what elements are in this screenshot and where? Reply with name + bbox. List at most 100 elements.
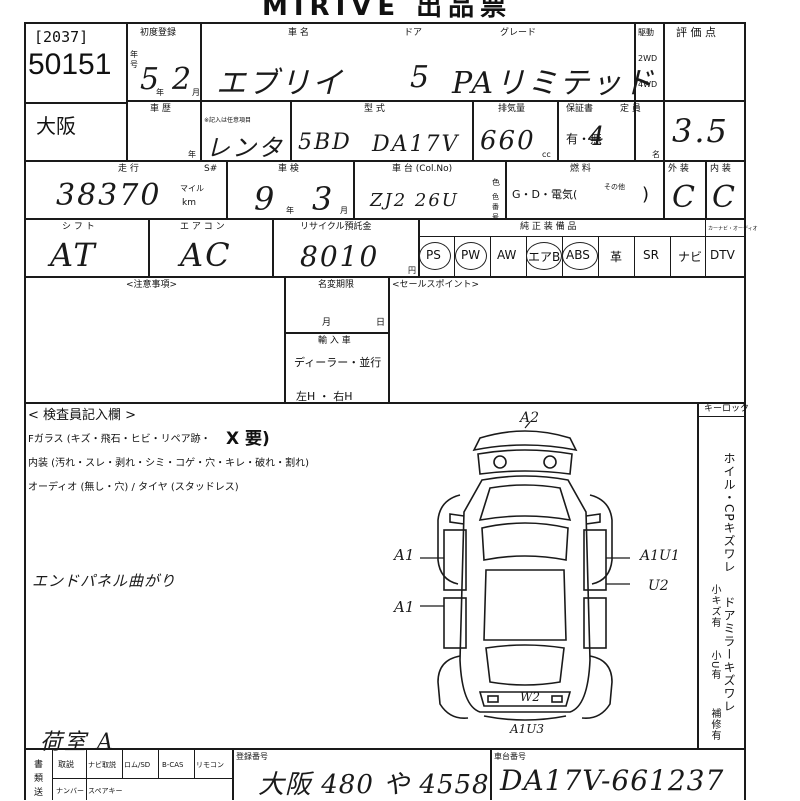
label-warranty: 保証書 (566, 104, 594, 114)
label-chassis-no: 車台番号 (494, 752, 526, 761)
label-mile-unit: マイル (180, 184, 204, 193)
label-acc-spare-key: スペアキー (88, 787, 123, 795)
label-km-unit: km (182, 198, 196, 208)
car-diagram (420, 421, 630, 721)
label-equipment: 純 正 装 備 品 (520, 222, 577, 232)
lot-code: [2037] (34, 28, 89, 46)
label-fuel: 燃 料 (570, 164, 591, 174)
label-inspection-month: 月 (340, 206, 348, 215)
hw-recycle: 8010 (300, 240, 380, 273)
hw-note: エンドパネル曲がり (32, 572, 177, 590)
equip-sr: SR (643, 248, 659, 262)
label-audio-row: オーディオ (無し・穴) / タイヤ (スタッドレス) (28, 482, 239, 493)
label-keylock: キーロック (704, 404, 750, 414)
label-interior-row: 内装 (汚れ・スレ・剥れ・シミ・コゲ・穴・キレ・破れ・割れ) (28, 458, 309, 469)
hw-diag-a2: A2 (520, 410, 540, 426)
label-deadline-day: 日 (376, 318, 386, 328)
label-exterior: 外 装 (668, 164, 689, 174)
label-warranty-opts: 有・無 (566, 132, 603, 146)
label-displacement: 排気量 (498, 104, 526, 114)
label-repair: 補修有 (709, 708, 720, 741)
hw-color-code: ZJ2 26U (370, 190, 459, 211)
label-first-reg: 初度登録 (140, 28, 177, 38)
label-car-navi: カーナビ・オーディオ (708, 226, 758, 232)
label-registration-deadline: 名変期限 (318, 280, 355, 290)
label-month-unit: 月 (192, 88, 200, 97)
label-grade: グレード (500, 28, 537, 38)
label-car-name: 車 名 (288, 28, 309, 38)
label-yen: 円 (408, 266, 416, 275)
label-docs-side-2: 類 (34, 774, 44, 784)
label-recycle: リサイクル預託金 (300, 222, 372, 232)
label-shift: シ フ ト (62, 222, 95, 232)
hw-cargo: 荷室 A (40, 730, 115, 755)
hw-shift: AT (50, 236, 97, 274)
label-notes: <注意事項> (126, 280, 178, 290)
circle-mark-pw (455, 242, 487, 270)
label-era: 年号 (130, 50, 138, 69)
label-acc-remote: リモコン (196, 761, 224, 769)
hw-diag-u2: U2 (648, 578, 669, 594)
label-acc-navi-manual: ナビ取説 (88, 761, 116, 769)
hw-plate: 大阪 480 や 4558 (258, 770, 490, 800)
label-deadline-month: 月 (322, 318, 332, 328)
equip-navi: ナビ (678, 250, 703, 264)
label-drive: 駆動 (638, 28, 654, 37)
equip-dtv: DTV (710, 248, 735, 262)
hw-car-history: レンタ (206, 134, 284, 162)
label-door: ドア (404, 28, 423, 38)
hw-diag-a1-top: A1 (394, 546, 415, 564)
label-car-type-note: ※記入は任意項目 (204, 117, 252, 124)
label-dealer: ディーラー・並行 (294, 356, 382, 369)
hw-first-reg-era: 5 (140, 62, 162, 97)
label-mirror-scratch: ドアミラーキズワレ (722, 596, 736, 713)
hw-diag-a1u1: A1U1 (640, 548, 680, 564)
label-4wd: 4WD (638, 80, 658, 89)
label-docs-side-3: 送 (34, 788, 44, 798)
hw-mileage: 38370 (56, 178, 162, 213)
label-interior: 内 装 (710, 164, 731, 174)
label-inspection-year: 年 (286, 206, 294, 215)
hw-displacement: 660 (480, 126, 536, 156)
hw-interior: C (712, 180, 737, 215)
hw-diag-a1u3: A1U3 (510, 722, 545, 736)
label-wheel-scratch: ホイル・CPキズワレ (722, 452, 736, 574)
hw-inspection-month: 3 (312, 180, 335, 218)
label-inspection: 車 検 (278, 164, 299, 174)
label-glass: Fガラス (キズ・飛石・ヒビ・リペア跡・ (28, 434, 211, 445)
circle-mark-abs (562, 242, 598, 270)
label-plate: 登録番号 (236, 752, 268, 761)
hw-inspection-year: 9 (254, 180, 277, 218)
label-mileage: 走 行 (118, 164, 139, 174)
hw-capacity-mark: 4 (588, 122, 607, 152)
label-color: 色 (492, 178, 500, 187)
equip-leather: 革 (610, 250, 623, 264)
hw-diag-a1-bottom: A1 (394, 598, 415, 616)
label-car-history: 車 歴 (150, 104, 171, 114)
hw-grade: PAリミテッド (452, 66, 656, 101)
hw-score: 3.5 (672, 112, 729, 150)
label-year-unit-2: 年 (188, 150, 196, 159)
label-fuel-other: その他 (604, 183, 625, 191)
hw-model: DA17V (372, 132, 460, 157)
label-s-num: S# (204, 164, 218, 174)
label-glass-x: X 要) (226, 429, 270, 449)
label-fuel-opts: G・D・電気( (512, 188, 578, 201)
label-acc-bcas: B-CAS (162, 761, 184, 769)
label-color-code: 色番号 (492, 193, 499, 221)
label-acc-number: ナンバー (56, 787, 84, 795)
hw-car-name: エブリイ (216, 66, 344, 101)
hw-model-prefix: 5BD (298, 130, 352, 155)
hw-diag-w2: W2 (520, 690, 540, 704)
hw-exterior: C (672, 180, 697, 215)
hw-chassis-no: DA17V-661237 (500, 764, 725, 797)
label-aircon: エ ア コ ン (180, 222, 225, 232)
label-capacity-unit: 名 (652, 150, 660, 159)
label-acc-rom: ロム/SD (124, 761, 151, 769)
circle-mark-ps (419, 242, 451, 270)
label-inspector: < 検査員記入欄 > (28, 408, 137, 423)
label-year-unit: 年 (156, 88, 164, 97)
location: 大阪 (36, 114, 76, 138)
hw-aircon: AC (180, 236, 232, 274)
label-cc: cc (542, 150, 551, 159)
